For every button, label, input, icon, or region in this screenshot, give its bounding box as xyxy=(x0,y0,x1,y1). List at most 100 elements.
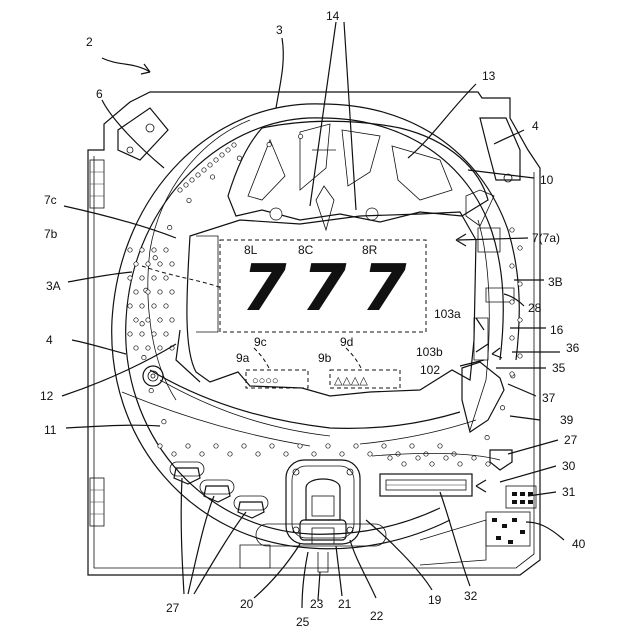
pin xyxy=(444,456,448,460)
pin xyxy=(326,444,330,448)
pin xyxy=(149,388,153,392)
pin xyxy=(486,462,490,466)
label-37: 37 xyxy=(542,391,556,405)
pin xyxy=(158,346,162,350)
label-102: 102 xyxy=(420,363,440,377)
chip xyxy=(502,524,507,528)
label-10: 10 xyxy=(540,173,554,187)
pin xyxy=(134,290,138,294)
chip xyxy=(492,518,497,522)
label-35: 35 xyxy=(552,361,566,375)
pin xyxy=(202,168,206,172)
pin xyxy=(510,372,514,376)
pin xyxy=(140,304,144,308)
chip xyxy=(496,536,501,540)
label-4-top: 4 xyxy=(532,119,539,133)
pin xyxy=(458,462,462,466)
pin xyxy=(214,158,218,162)
pin xyxy=(242,444,246,448)
digit-center: 7 xyxy=(302,252,347,326)
pin xyxy=(158,290,162,294)
pin xyxy=(146,318,150,322)
pin xyxy=(170,262,174,266)
pin xyxy=(134,262,138,266)
label-39: 39 xyxy=(560,413,574,427)
label-9c: 9c xyxy=(254,335,267,349)
label-22: 22 xyxy=(370,609,384,623)
label-3: 3 xyxy=(276,23,283,37)
pin xyxy=(430,462,434,466)
pin xyxy=(178,188,182,192)
label-14: 14 xyxy=(326,9,340,23)
pin xyxy=(152,304,156,308)
label-7c: 7c xyxy=(44,193,57,207)
pin xyxy=(162,420,166,424)
pin xyxy=(146,290,150,294)
label-30: 30 xyxy=(562,459,576,473)
pin xyxy=(190,178,194,182)
pin xyxy=(152,332,156,336)
pin xyxy=(164,304,168,308)
pin xyxy=(284,452,288,456)
pin xyxy=(200,452,204,456)
digit-left: 7 xyxy=(242,252,287,326)
pin xyxy=(184,183,188,187)
start-hole-unit xyxy=(256,460,386,572)
pin xyxy=(220,153,224,157)
label-27-bottom: 27 xyxy=(166,601,180,615)
pin xyxy=(298,444,302,448)
label-36: 36 xyxy=(566,341,580,355)
pin xyxy=(134,318,138,322)
label-2: 2 xyxy=(86,35,93,49)
label-9a: 9a xyxy=(236,351,250,365)
pin xyxy=(158,444,162,448)
chip xyxy=(508,540,513,544)
pin xyxy=(518,246,522,250)
pin xyxy=(416,456,420,460)
pin xyxy=(210,175,214,179)
pin xyxy=(485,435,489,439)
label-11: 11 xyxy=(44,423,57,437)
pin xyxy=(500,406,504,410)
pin xyxy=(142,355,146,359)
pin xyxy=(128,304,132,308)
pin xyxy=(402,462,406,466)
pin xyxy=(128,248,132,252)
pin xyxy=(170,290,174,294)
pin xyxy=(340,452,344,456)
pin xyxy=(164,332,168,336)
label-7a: 7(7a) xyxy=(532,231,560,245)
pin xyxy=(186,444,190,448)
pin xyxy=(226,148,230,152)
label-4-left: 4 xyxy=(46,333,53,347)
pin xyxy=(510,264,514,268)
label-32: 32 xyxy=(464,589,478,603)
pin xyxy=(164,248,168,252)
pin xyxy=(270,444,274,448)
chip xyxy=(512,518,517,522)
pin xyxy=(140,322,144,326)
label-9d: 9d xyxy=(340,335,353,349)
label-3B: 3B xyxy=(548,275,563,289)
label-40: 40 xyxy=(572,537,586,551)
reserve-triangles: △△△△ xyxy=(334,375,368,387)
label-8C: 8C xyxy=(298,243,314,257)
pin xyxy=(158,318,162,322)
pin xyxy=(128,276,132,280)
pin xyxy=(438,444,442,448)
pin xyxy=(382,444,386,448)
pin xyxy=(298,134,302,138)
label-13: 13 xyxy=(482,69,496,83)
pin xyxy=(388,456,392,460)
pin xyxy=(146,262,150,266)
pin xyxy=(510,228,514,232)
label-20: 20 xyxy=(240,597,254,611)
pin xyxy=(153,256,157,260)
label-9b: 9b xyxy=(318,351,332,365)
label-3A: 3A xyxy=(46,279,61,293)
pin xyxy=(140,248,144,252)
pin xyxy=(424,452,428,456)
pin xyxy=(312,452,316,456)
pin xyxy=(228,452,232,456)
